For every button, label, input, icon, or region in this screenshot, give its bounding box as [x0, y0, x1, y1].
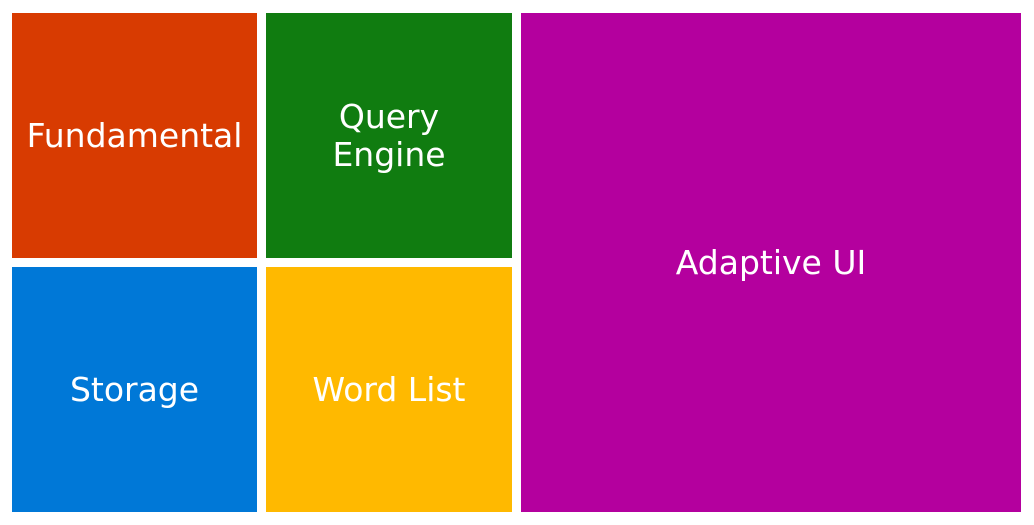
tile-query-engine-label: Query Engine: [332, 96, 446, 174]
tile-adaptive-ui[interactable]: Adaptive UI: [521, 13, 1021, 512]
tile-word-list-label: Word List: [312, 369, 466, 409]
tile-fundamental-label: Fundamental: [26, 115, 243, 155]
tile-adaptive-ui-label: Adaptive UI: [675, 242, 867, 282]
tile-fundamental[interactable]: Fundamental: [12, 13, 257, 258]
tile-query-engine[interactable]: Query Engine: [266, 13, 512, 258]
tile-storage-label: Storage: [69, 369, 200, 409]
tile-storage[interactable]: Storage: [12, 267, 257, 512]
tile-word-list[interactable]: Word List: [266, 267, 512, 512]
